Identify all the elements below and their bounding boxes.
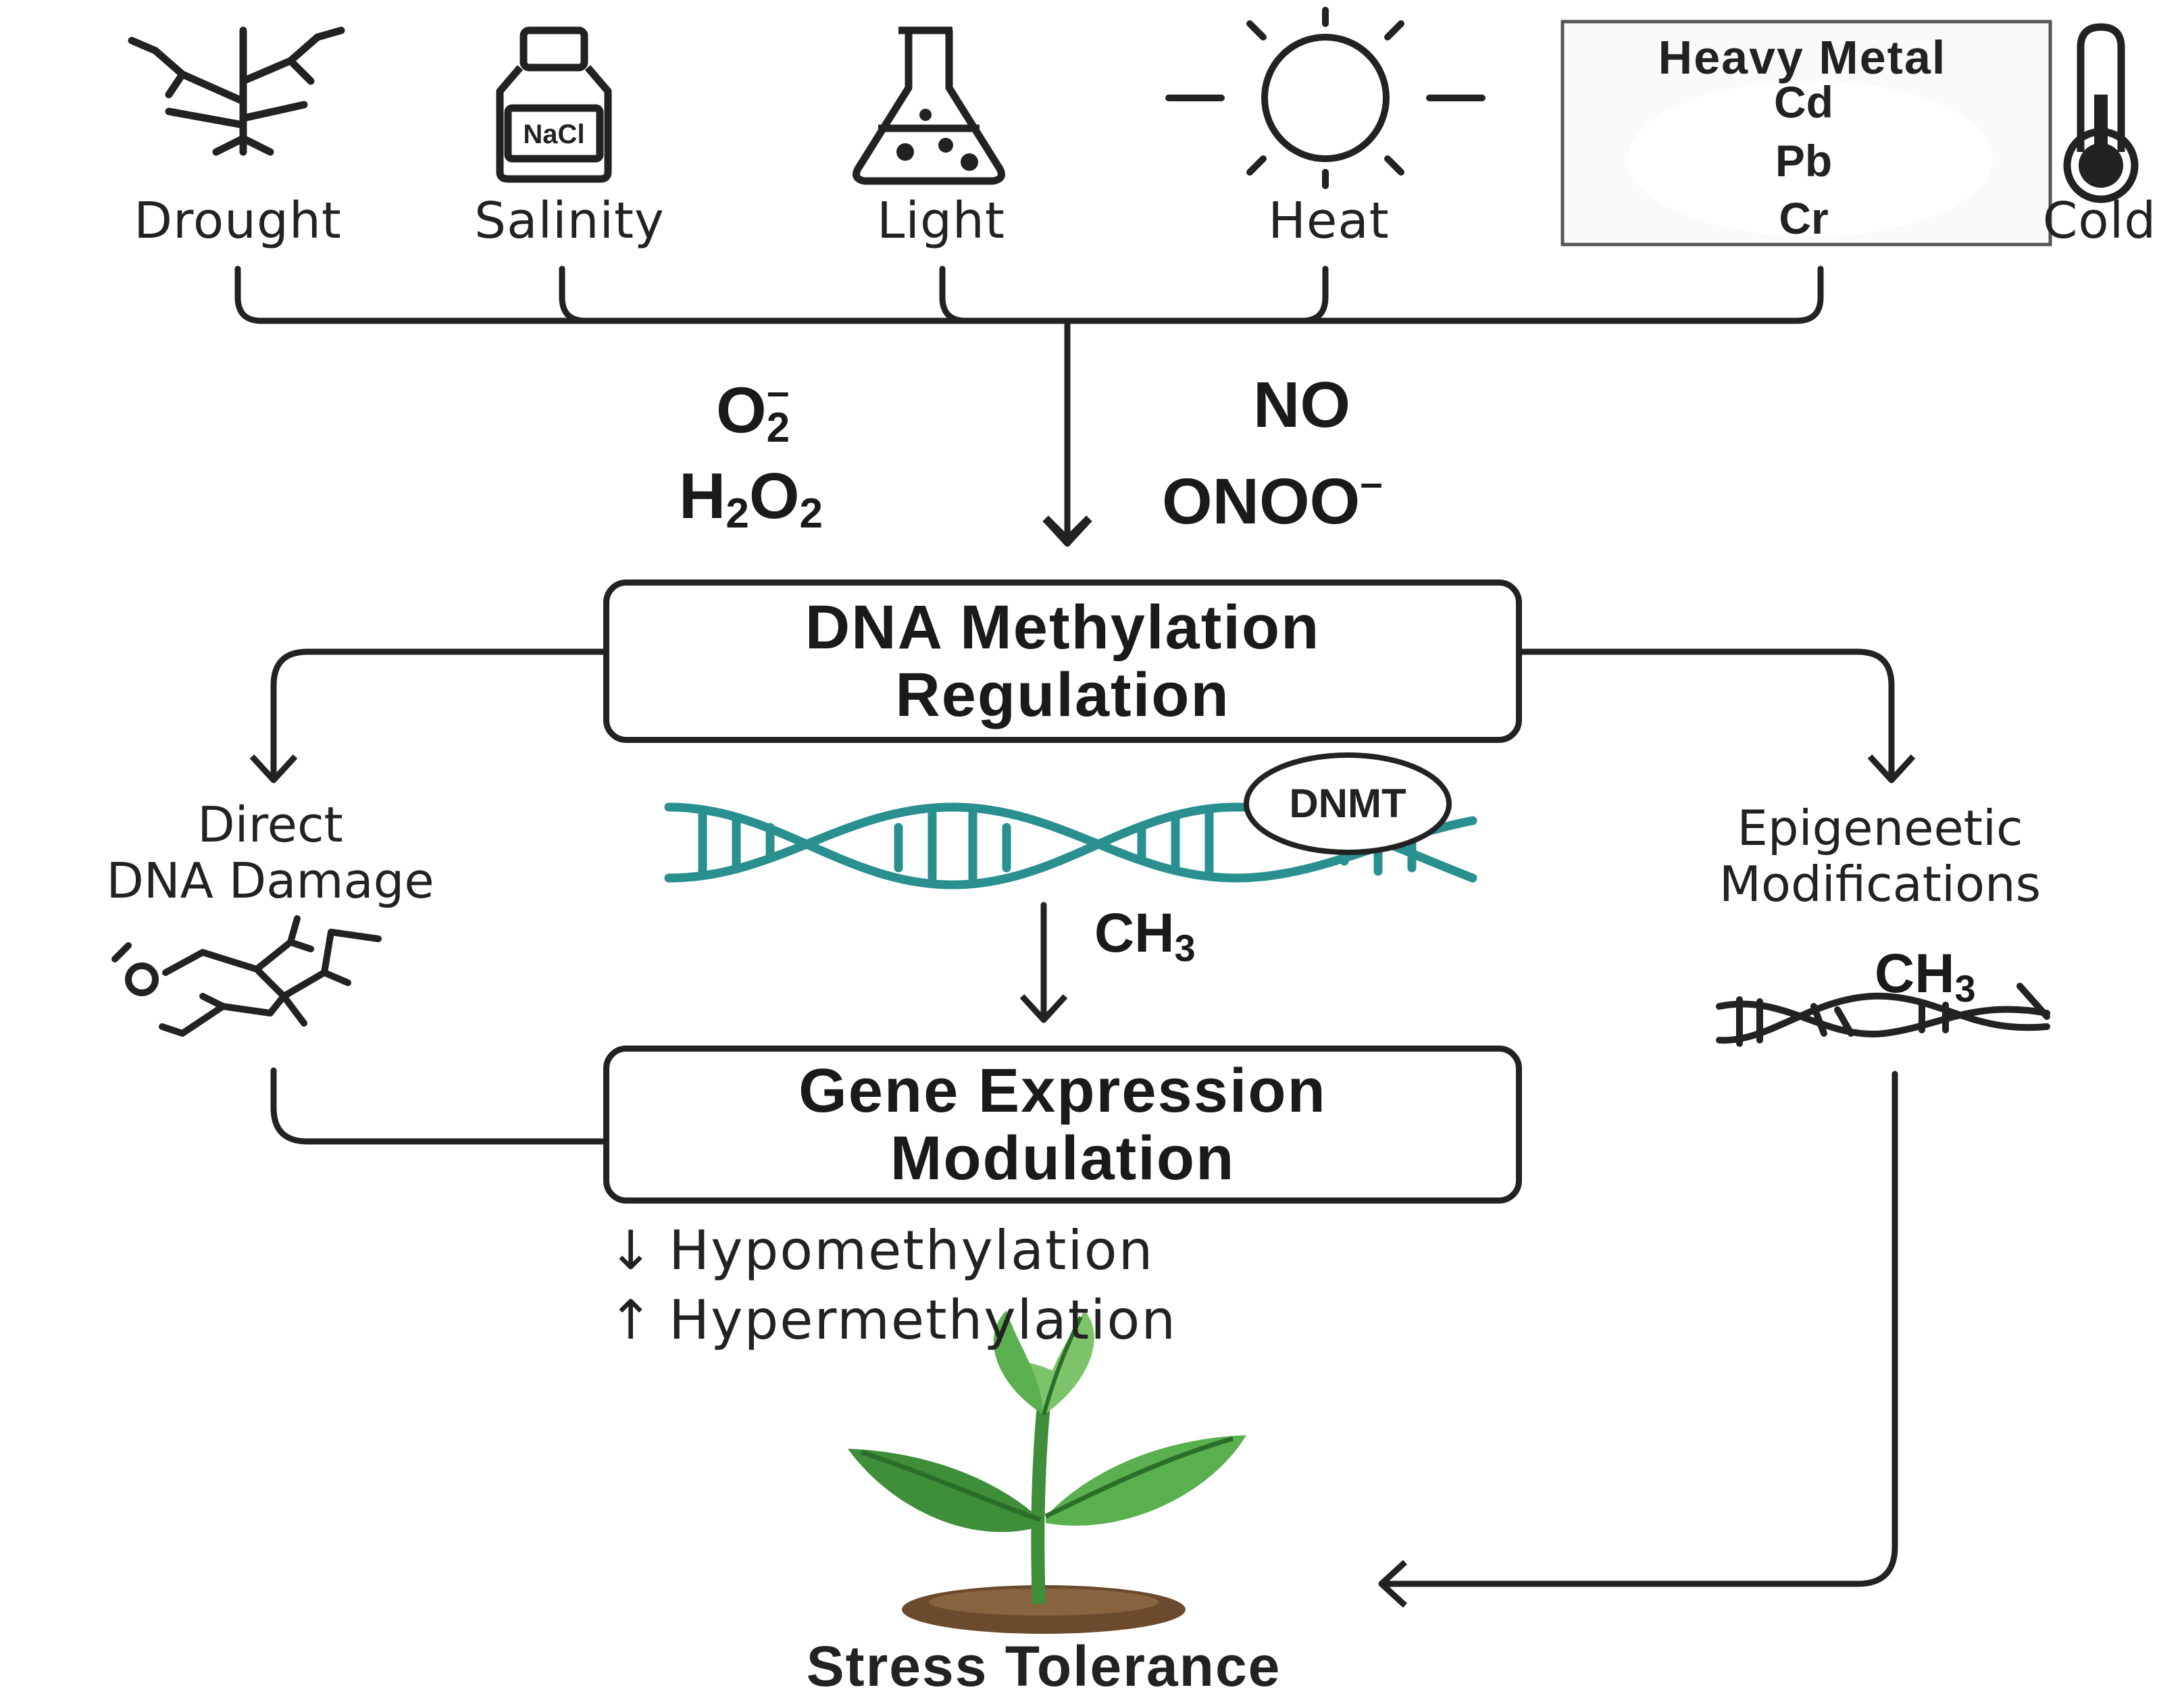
epigenetic-modifications-label: Epigeneetic Modifications [1719,800,2041,912]
arrowhead-ros [1043,517,1092,547]
stressor-light-label: Light [877,192,1005,250]
rns-peroxynitrite: ONOO– [1162,460,1383,538]
plant-sprout-icon [848,1310,1246,1634]
down-arrow-icon: ↓ [608,1219,655,1282]
stressor-cold-label: Cold [2042,192,2157,250]
dnmt-ellipse [1244,752,1452,855]
expression-title-line1: Gene Expression [798,1056,1327,1125]
ros-superoxide: O2– [716,369,790,451]
ros-hydrogen-peroxide: H2O2 [679,460,823,537]
effect-hypomethylation: ↓Hypomethylation [608,1219,1154,1282]
dead-tree-icon [128,26,345,156]
methylation-title-line2: Regulation [895,661,1230,729]
stressor-heat-label: Heat [1268,192,1390,250]
ch3-center: CH3 [1094,902,1196,969]
methylated-dna-icon [1716,983,2050,1047]
metal-cd: Cd [1774,77,1833,127]
stress-tolerance-label: Stress Tolerance [806,1634,1281,1698]
stressor-salinity-label: Salinity [474,192,665,250]
dna-methylation-box: DNA Methylation Regulation [603,579,1522,743]
arrowhead-right [1867,754,1916,783]
rns-nitric-oxide: NO [1253,369,1350,441]
arrowhead-outcome [1378,1560,1408,1608]
metal-cr: Cr [1779,193,1829,243]
methylation-title-line1: DNA Methylation [805,593,1321,662]
effect-hypermethylation: ↑Hypermethylation [608,1289,1177,1351]
flask-icon [853,26,1005,185]
nacl-label: NaCl [523,120,584,149]
arrowhead-center [1019,994,1068,1023]
up-arrow-icon: ↑ [608,1289,655,1351]
direct-dna-damage-label: Direct DNA Damage [106,796,434,909]
expression-title-line2: Modulation [890,1124,1236,1193]
dnmt-label: DNMT [1289,781,1406,826]
sun-icon [1165,7,1485,189]
metal-pb: Pb [1775,136,1833,186]
ch3-right: CH3 [1875,943,1976,1010]
dna-damage-icon [111,915,382,1037]
heavy-metal-title: Heavy Metal [1658,31,1947,84]
salt-bottle-icon [496,26,612,183]
branch-connectors [270,648,1898,1587]
stressor-bracket [234,265,1824,324]
stressor-drought-label: Drought [134,192,342,250]
arrowhead-left [249,754,298,783]
gene-expression-box: Gene Expression Modulation [603,1046,1522,1204]
